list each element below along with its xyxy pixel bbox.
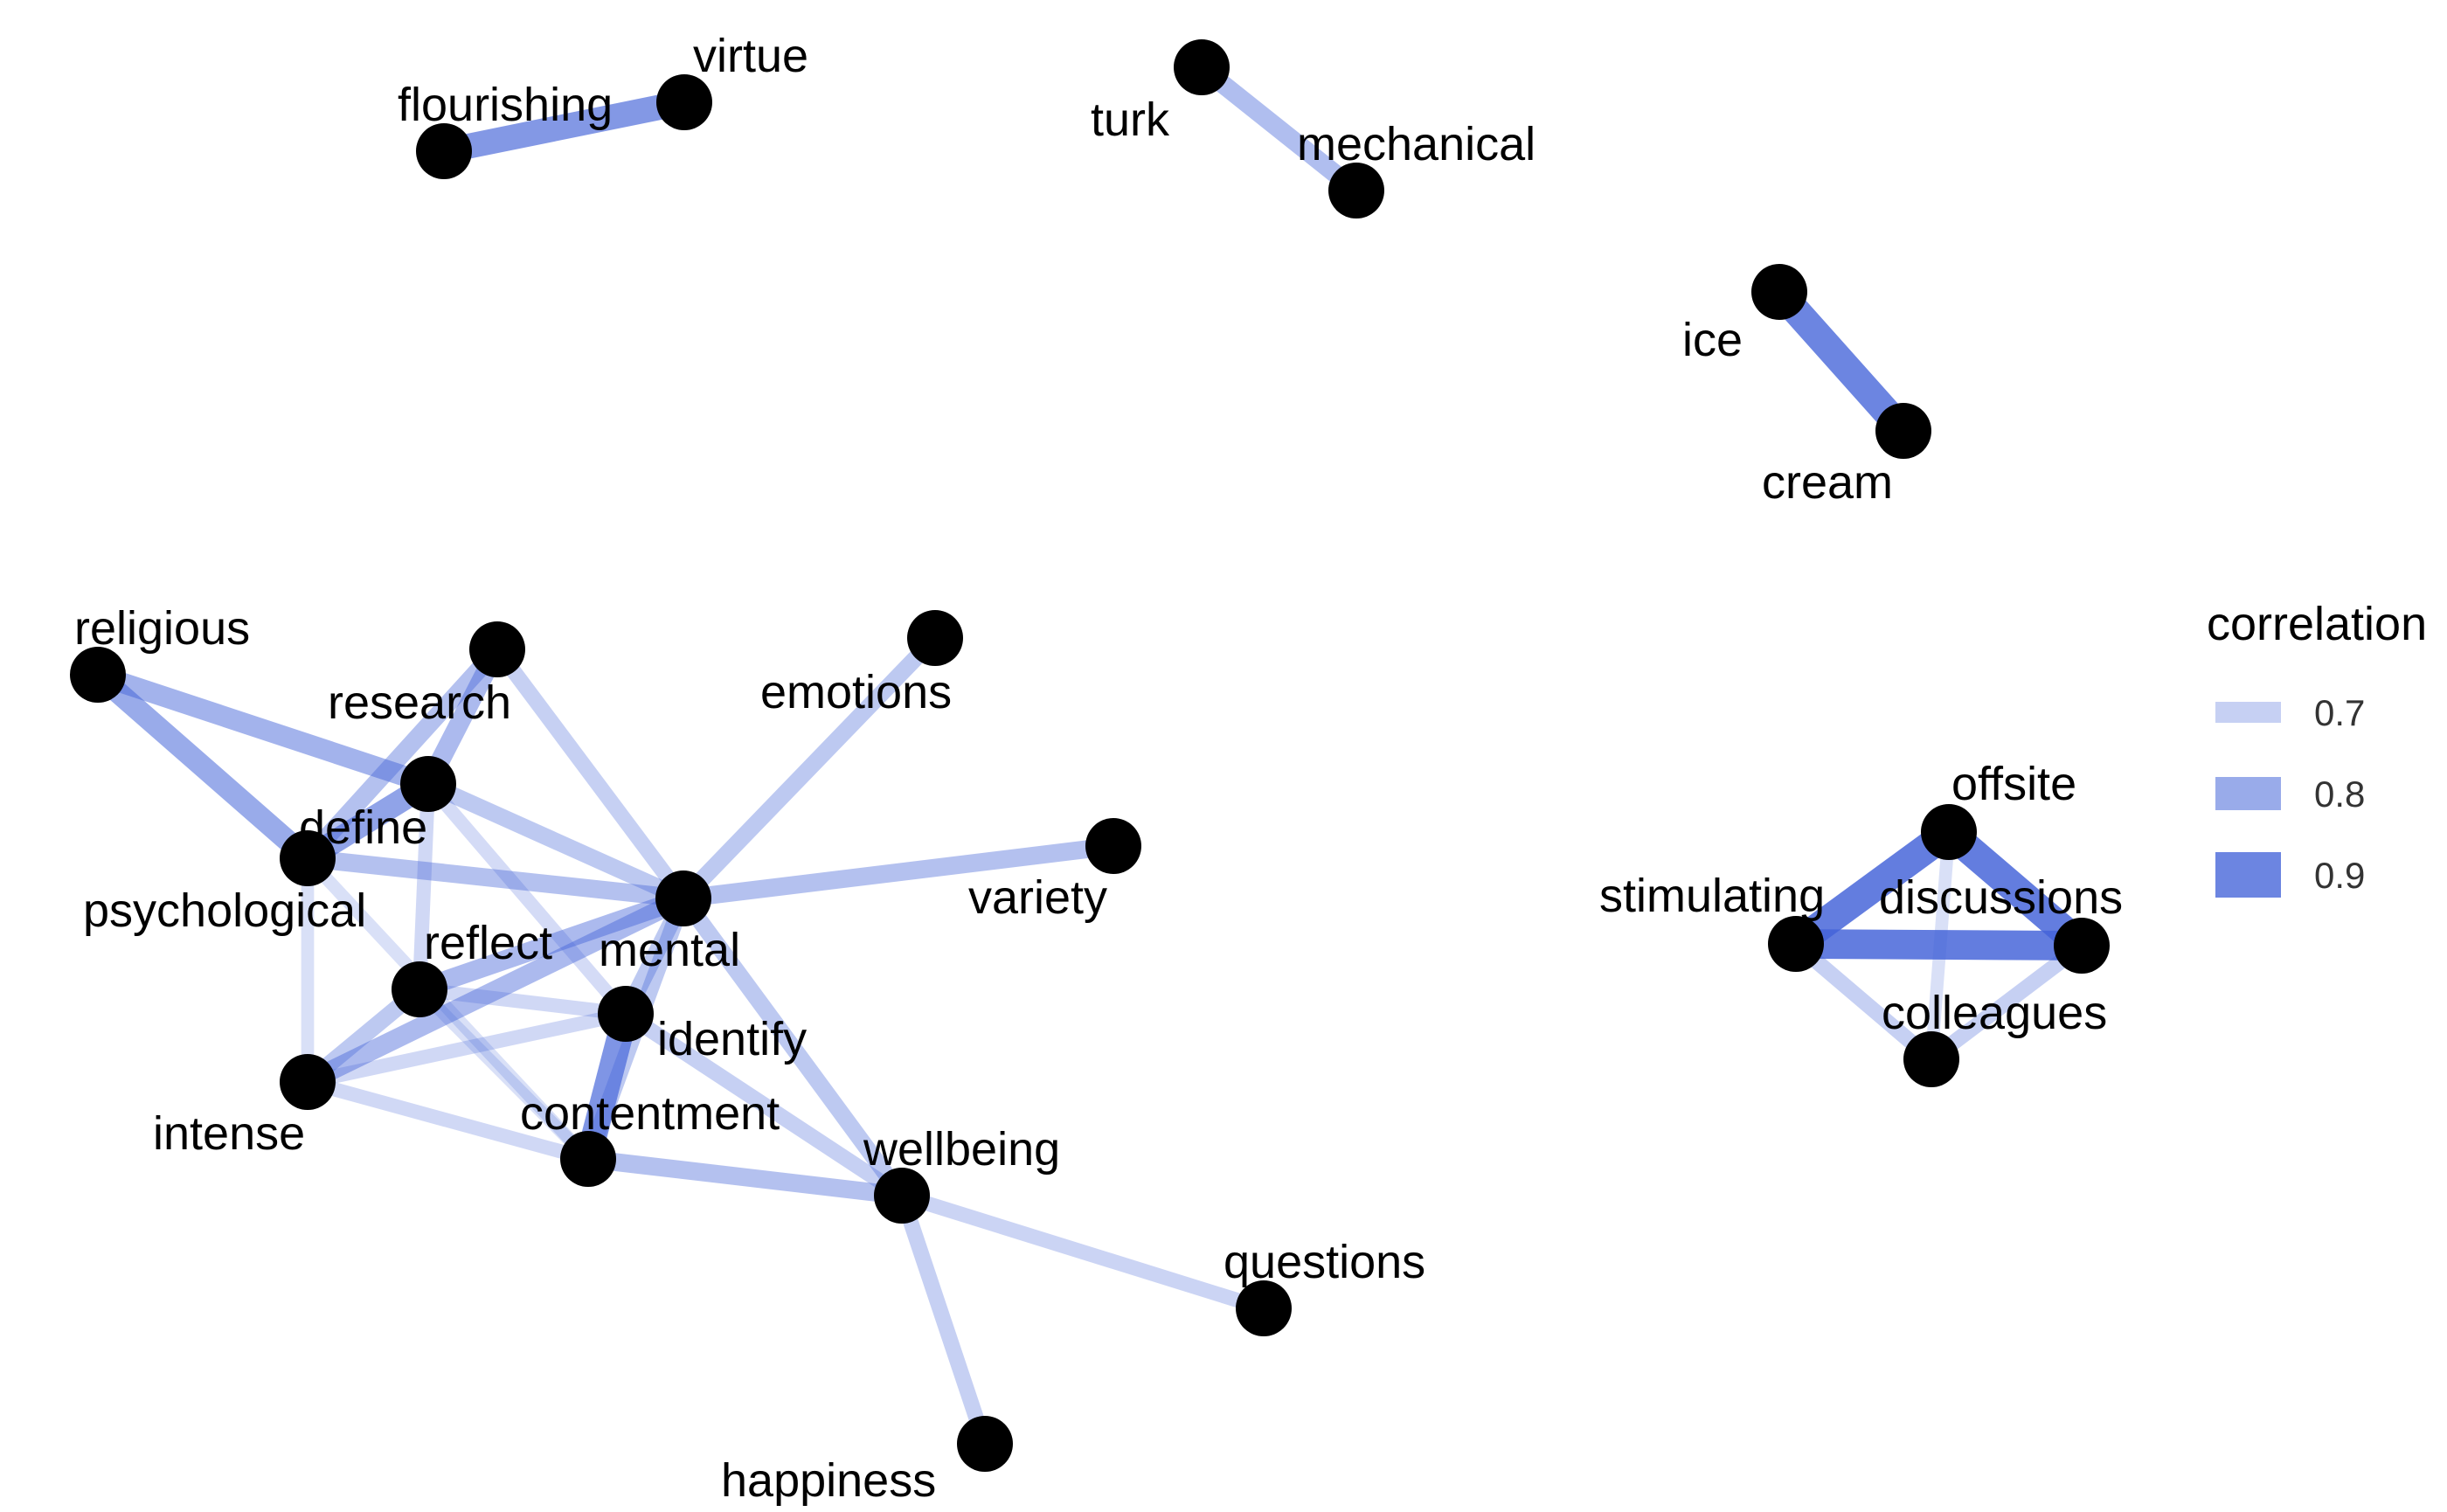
edge-religious-psychological [90,666,315,867]
legend-swatch-0.8 [2215,777,2281,810]
node-label-define: define [299,801,427,854]
nodes-layer [70,39,2110,1472]
node-label-identify: identify [657,1013,807,1065]
node-label-wellbeing: wellbeing [863,1123,1060,1176]
edge-mental-intense [303,890,688,1091]
node-cream[interactable] [1875,403,1931,459]
edge-offsite-discussions [1939,821,2091,957]
node-label-ice: ice [1682,314,1743,366]
node-emotions[interactable] [907,610,963,666]
node-label-mental: mental [599,924,740,976]
node-label-contentment: contentment [520,1087,780,1140]
node-happiness[interactable] [957,1416,1013,1472]
edge-wellbeing-happiness [894,1193,993,1446]
node-colleagues[interactable] [1903,1031,1959,1087]
edge-mental-reflect [416,889,687,999]
node-label-cream: cream [1762,456,1893,509]
edge-ice-cream [1768,282,1915,440]
legend-swatch-0.9 [2215,852,2281,898]
node-virtue[interactable] [656,74,712,130]
node-label-discussions: discussions [1879,871,2123,924]
edge-turk-mechanical [1196,59,1362,198]
node-reflect[interactable] [392,961,447,1017]
node-stimulating[interactable] [1768,916,1824,972]
edge-intense-identify [306,1007,627,1089]
legend: correlation 0.7 0.8 0.9 [2207,598,2427,898]
node-mechanical[interactable] [1328,163,1384,218]
edge-offsite-stimulating [1787,820,1958,956]
edge-wellbeing-questions [899,1188,1266,1316]
edge-define-reflect [412,783,436,990]
labels-layer: flourishing virtue turk mechanical ice cream r… [74,30,2123,1507]
edge-contentment-wellbeing [586,1149,904,1205]
edge-stimulating-discussions [1795,929,2083,961]
legend-swatch-0.7 [2215,702,2281,723]
edge-flourishing-virtue [441,89,687,164]
node-wellbeing[interactable] [874,1168,930,1224]
node-label-mechanical: mechanical [1297,118,1535,170]
node-label-emotions: emotions [760,666,952,718]
edge-research-mental [490,644,690,904]
node-label-religious: religious [74,602,250,655]
edge-reflect-identify [419,981,627,1022]
node-ice[interactable] [1751,264,1807,320]
node-flourishing[interactable] [416,123,472,179]
node-label-stimulating: stimulating [1599,870,1825,922]
legend-label-0.9: 0.9 [2314,855,2365,896]
node-label-colleagues: colleagues [1882,987,2107,1039]
edge-identify-wellbeing [621,1007,906,1203]
node-psychological[interactable] [280,830,336,886]
node-label-research: research [328,676,511,729]
node-research[interactable] [469,621,525,677]
edge-define-mental [425,776,687,906]
node-identify[interactable] [598,986,654,1042]
edge-define-identify [423,779,631,1019]
node-contentment[interactable] [560,1131,616,1187]
legend-entries: 0.7 0.8 0.9 [2215,692,2365,898]
edge-stimulating-colleagues [1791,938,1937,1065]
node-discussions[interactable] [2054,918,2110,974]
edge-psychological-contentment [302,853,593,1164]
node-offsite[interactable] [1921,804,1977,860]
legend-title: correlation [2207,598,2427,650]
legend-label-0.8: 0.8 [2314,773,2365,815]
edge-research-psychological [301,643,504,864]
edge-mental-wellbeing [676,893,909,1201]
node-label-questions: questions [1224,1236,1425,1288]
node-questions[interactable] [1236,1280,1292,1336]
edge-offsite-colleagues [1924,831,1956,1060]
edge-discussions-colleagues [1926,939,2087,1066]
edge-religious-define [94,664,432,794]
edge-reflect-contentment [414,984,593,1164]
node-label-offsite: offsite [1951,758,2076,810]
node-variety[interactable] [1085,818,1141,874]
node-label-reflect: reflect [424,917,552,969]
node-intense[interactable] [280,1054,336,1110]
node-label-turk: turk [1091,94,1170,146]
node-religious[interactable] [70,647,126,703]
node-label-psychological: psychological [83,884,366,937]
edge-emotions-mental [677,632,941,905]
node-label-happiness: happiness [721,1454,936,1507]
node-define[interactable] [400,756,456,812]
legend-label-0.7: 0.7 [2314,692,2365,733]
node-label-intense: intense [153,1107,305,1160]
node-turk[interactable] [1174,39,1230,95]
node-label-variety: variety [968,871,1107,924]
node-label-flourishing: flourishing [398,79,613,131]
node-label-virtue: virtue [693,30,808,82]
edge-variety-mental [682,836,1115,908]
edge-intense-contentment [305,1075,591,1166]
edge-psychological-mental [306,849,685,908]
node-mental[interactable] [655,870,711,926]
